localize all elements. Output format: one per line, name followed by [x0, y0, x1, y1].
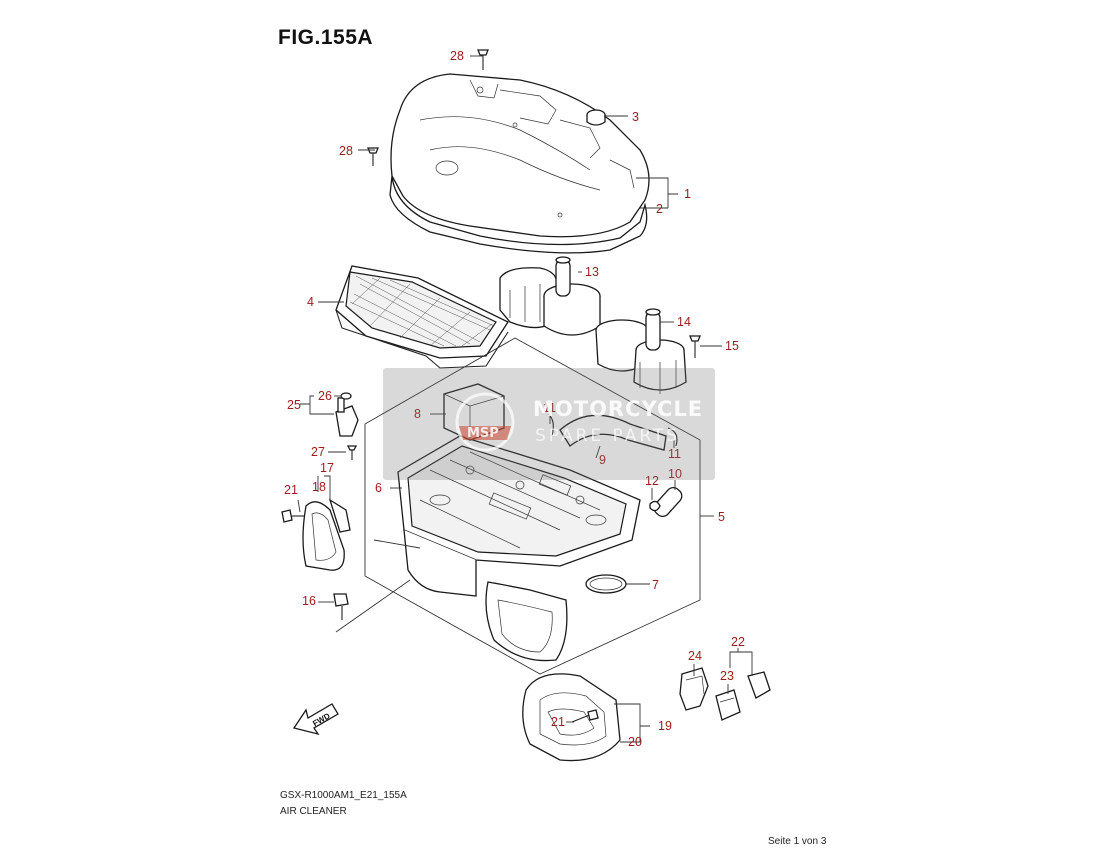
callout-8: 8: [414, 407, 421, 421]
screw-part-27[interactable]: [346, 445, 358, 460]
cushion-part-17[interactable]: [328, 498, 351, 533]
figure-title: FIG.155A: [278, 26, 374, 49]
washer-part-26[interactable]: [340, 392, 352, 400]
leader-lines: [297, 55, 753, 743]
tube-part-10[interactable]: [651, 485, 684, 519]
part-group-name: AIR CLEANER: [280, 806, 347, 817]
air-cleaner-case-part[interactable]: [397, 435, 641, 662]
callout-2: 2: [656, 202, 663, 216]
callout-7: 7: [652, 578, 659, 592]
watermark-line1: MOTORCYCLE: [533, 397, 704, 421]
velocity-stack-part-14[interactable]: [595, 308, 687, 394]
velocity-stack-part-13[interactable]: [499, 256, 601, 336]
callout-5: 5: [718, 510, 725, 524]
screw-part-28-left[interactable]: [367, 147, 379, 166]
bolt-part-15[interactable]: [689, 335, 701, 358]
callout-14: 14: [677, 315, 691, 329]
o-ring-part[interactable]: [585, 574, 627, 594]
watermark-line2: SPARE PARTS: [535, 426, 681, 446]
callout-6: 6: [375, 481, 382, 495]
cover-assembly-part[interactable]: [389, 73, 650, 254]
clamp-part-22[interactable]: [747, 671, 771, 699]
screw-part-21-left[interactable]: [281, 509, 304, 523]
watermark-logo-icon: MSP: [455, 392, 515, 452]
callout-11-top: 11: [543, 401, 556, 415]
callout-11-right: 11: [668, 447, 681, 461]
inlet-duct-part-19[interactable]: [522, 673, 621, 762]
callout-28-left: 28: [339, 144, 353, 158]
callout-17: 17: [320, 461, 334, 475]
callout-21-bottom: 21: [551, 715, 565, 729]
air-cleaner-case-outline: [364, 337, 701, 675]
callout-labels: 28 3 28 1 2 13 4 14 15 26 25 8 11 27 9 1…: [284, 49, 745, 749]
callout-16: 16: [302, 594, 316, 608]
bolt-part-16[interactable]: [333, 593, 349, 620]
bracket-part-18[interactable]: [302, 501, 345, 571]
clamp-part-23[interactable]: [715, 689, 741, 721]
callout-13: 13: [585, 265, 599, 279]
sensor-part-25[interactable]: [335, 397, 359, 437]
callout-24: 24: [688, 649, 702, 663]
callout-28-top: 28: [450, 49, 464, 63]
callout-20: 20: [628, 735, 642, 749]
watermark-overlay: MSP MOTORCYCLE SPARE PARTS: [383, 368, 715, 480]
callout-15: 15: [725, 339, 739, 353]
callout-12: 12: [645, 474, 659, 488]
clip-part-12[interactable]: [649, 500, 661, 512]
callout-21-left: 21: [284, 483, 298, 497]
watermark-badge: MSP: [467, 426, 499, 441]
callout-19: 19: [658, 719, 672, 733]
screw-part-28-top[interactable]: [477, 49, 489, 70]
screw-part-21-bottom[interactable]: [571, 709, 599, 723]
callout-22: 22: [731, 635, 745, 649]
grommet-part[interactable]: [586, 109, 606, 126]
hose-part[interactable]: [547, 413, 678, 451]
callout-25: 25: [287, 398, 301, 412]
air-filter-element-part[interactable]: [335, 265, 509, 369]
callout-27: 27: [311, 445, 325, 459]
seal-part-20[interactable]: [547, 708, 595, 736]
callout-26: 26: [318, 389, 332, 403]
clamp-part-24[interactable]: [679, 667, 709, 711]
callout-10: 10: [668, 467, 682, 481]
callout-3: 3: [632, 110, 639, 124]
model-code: GSX-R1000AM1_E21_155A: [280, 790, 407, 801]
callout-18: 18: [312, 480, 326, 494]
callout-1: 1: [684, 187, 691, 201]
callout-9: 9: [599, 453, 606, 467]
callout-23: 23: [720, 669, 734, 683]
callout-4: 4: [307, 295, 314, 309]
page-indicator: Seite 1 von 3: [768, 836, 827, 847]
forward-direction-arrow-icon: FWD: [292, 703, 339, 736]
